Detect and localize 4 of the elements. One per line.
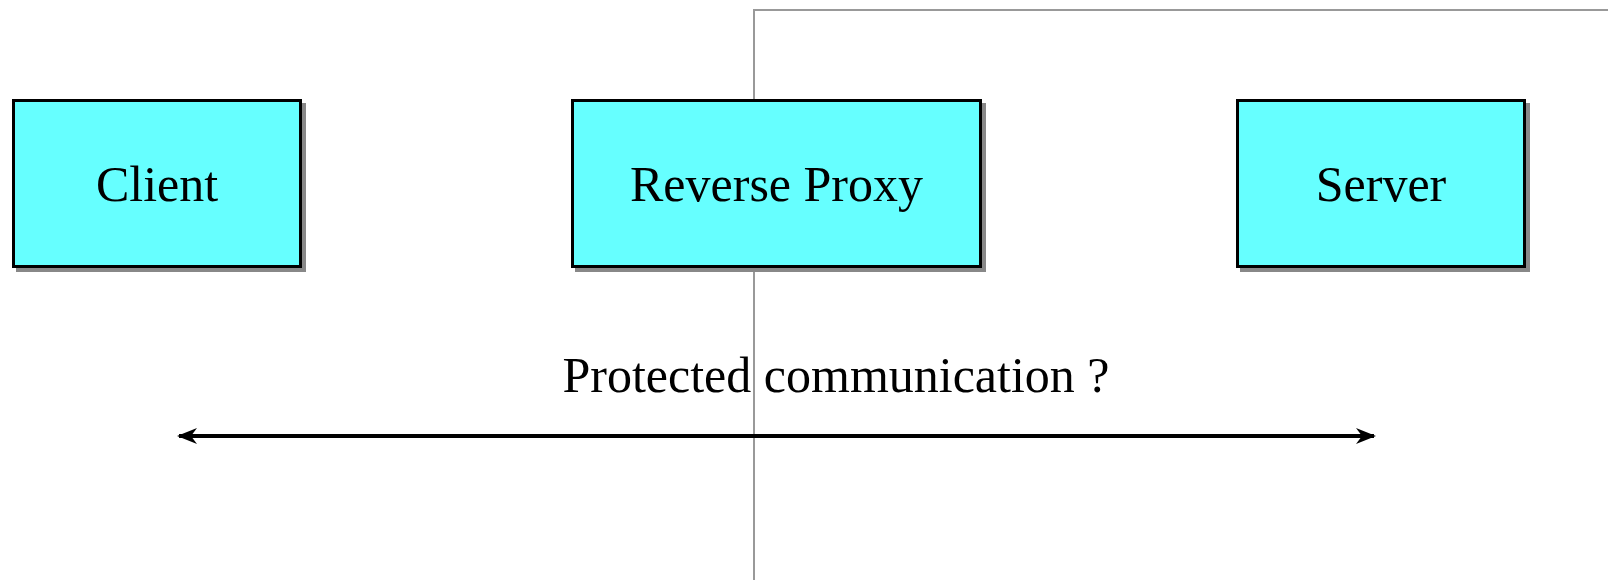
box-label: Server: [1315, 154, 1447, 213]
box-label: Client: [95, 154, 219, 213]
box-label: Reverse Proxy: [630, 154, 923, 213]
note-text: Protected communication ?: [562, 346, 1110, 404]
